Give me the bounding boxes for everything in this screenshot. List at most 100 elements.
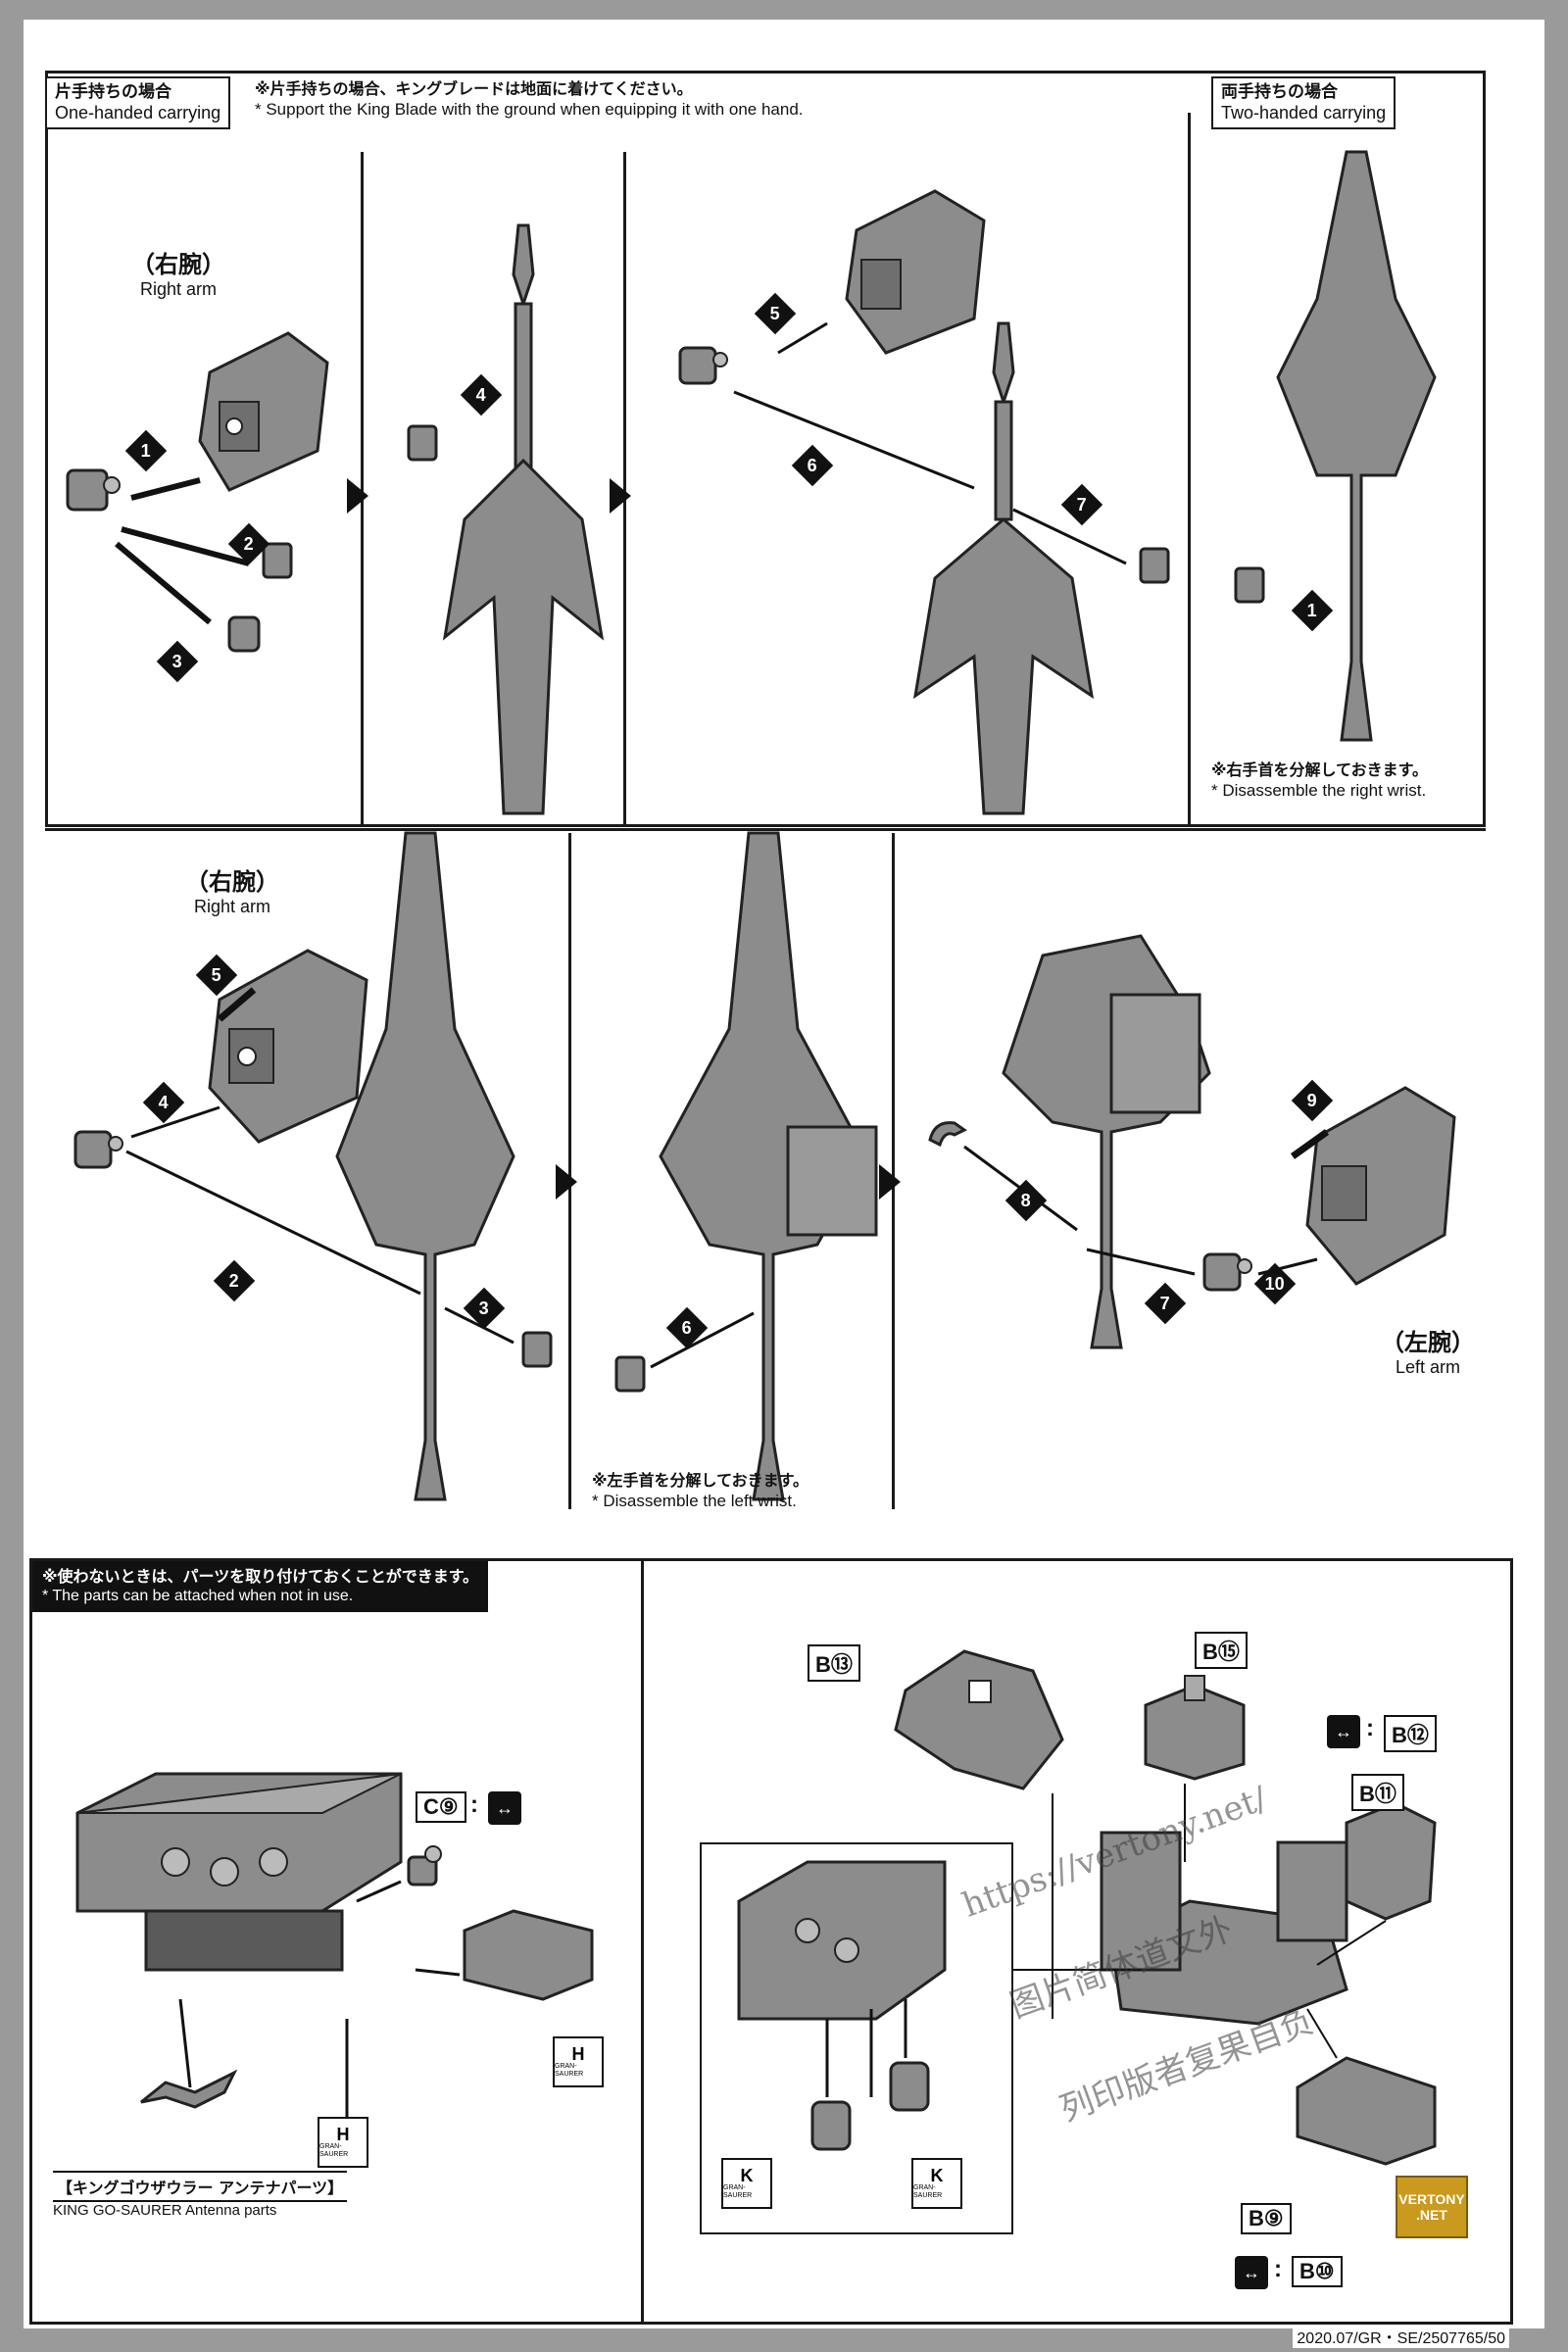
left-arm-en: Left arm	[1395, 1357, 1461, 1377]
wrist-part-illustration	[66, 468, 121, 512]
swap-icon: ↔	[1327, 1715, 1360, 1748]
antenna-part-illustration	[140, 2069, 238, 2109]
flow-arrow	[556, 1164, 577, 1200]
colon: :	[1274, 2256, 1282, 2282]
hand-part-c	[407, 424, 438, 462]
flow-arrow	[347, 478, 368, 514]
grand-tag-letter: H	[571, 2044, 585, 2064]
right-wrist-note-en: * Disassemble the right wrist.	[1211, 781, 1427, 800]
king-blade-illustration-6	[1002, 934, 1211, 1349]
ball-joint-part	[407, 1845, 442, 1886]
right-arm-en: Right arm	[139, 279, 218, 299]
k-part-a	[810, 2100, 852, 2151]
storage-base-illustration	[75, 1772, 403, 1972]
one-handed-label: 片手持ちの場合 One-handed carrying	[45, 76, 231, 129]
wrist-part-illustration-4	[1202, 1252, 1252, 1292]
top-divider-3	[1188, 113, 1191, 826]
left-wrist-note-en: * Disassemble the left wrist.	[592, 1492, 797, 1510]
king-blade-illustration-2	[912, 321, 1095, 815]
grand-tag-k-2: K GRAN-SAURER	[911, 2158, 962, 2209]
left-wrist-note-jp: ※左手首を分解しておきます。	[592, 1471, 808, 1490]
hand-part-e	[1234, 566, 1265, 604]
vertony-badge-top: VERTONY	[1398, 2191, 1465, 2207]
one-handed-jp: 片手持ちの場合	[55, 82, 172, 102]
right-arm-illustration-top-2	[845, 189, 986, 355]
part-code-b12: B⑫	[1384, 1715, 1437, 1752]
vertony-badge-bottom: .NET	[1416, 2207, 1447, 2223]
grand-tag-letter: K	[930, 2166, 944, 2185]
right-wrist-note-jp: ※右手首を分解しておきます。	[1211, 760, 1428, 779]
b9-part-illustration	[1296, 2056, 1437, 2166]
hand-part-b	[227, 615, 261, 653]
left-arm-illustration	[1305, 1086, 1456, 1286]
storage-banner: ※使わないときは、パーツを取り付けておくことができます。 * The parts…	[32, 1561, 489, 1612]
grand-tag-letter: H	[336, 2125, 350, 2144]
part-code-b9: B⑨	[1241, 2203, 1292, 2234]
part-code-b13: B⑬	[808, 1644, 860, 1682]
left-arm-jp: （左腕）	[1381, 1329, 1475, 1356]
right-arm-en: Right arm	[193, 897, 271, 916]
center-assembly-illustration	[1100, 1831, 1348, 2026]
hand-clip-part	[928, 1121, 967, 1148]
grand-tag-k: K GRAN-SAURER	[721, 2158, 772, 2209]
vertony-logo: VERTONY .NET	[1396, 2176, 1468, 2238]
print-code-footer: 2020.07/GR・SE/2507765/50	[1293, 2325, 1509, 2348]
storage-banner-en: * The parts can be attached when not in …	[42, 1588, 354, 1604]
k-part-b	[889, 2061, 930, 2112]
storage-banner-jp: ※使わないときは、パーツを取り付けておくことができます。	[42, 1567, 479, 1586]
king-blade-illustration-4	[335, 831, 515, 1501]
part-code-b15: B⑮	[1195, 1632, 1248, 1669]
grand-tag-sub: GRAN-SAURER	[555, 2063, 584, 2078]
bottom-divider	[641, 1561, 644, 2322]
swap-icon: ↔	[488, 1791, 521, 1825]
right-arm-label-middle: （右腕） Right arm	[185, 862, 279, 917]
wrist-part-illustration-3	[74, 1130, 123, 1169]
grand-tag-sub: GRAN-SAURER	[319, 2143, 349, 2158]
b15-part-illustration	[1144, 1675, 1246, 1781]
right-arm-jp: （右腕）	[185, 868, 279, 896]
two-handed-label: 両手持ちの場合 Two-handed carrying	[1211, 76, 1396, 129]
two-handed-jp: 両手持ちの場合	[1221, 82, 1338, 102]
colon: :	[1366, 1715, 1374, 1741]
hand-part-f	[521, 1331, 553, 1368]
step-badge: 2	[213, 1259, 256, 1302]
right-arm-label-top: （右腕） Right arm	[131, 245, 225, 300]
colon: :	[470, 1791, 478, 1818]
two-handed-en: Two-handed carrying	[1221, 103, 1387, 122]
king-blade-illustration-1	[442, 223, 605, 815]
middle-top-rule	[45, 828, 1486, 831]
king-blade-note-jp: ※片手持ちの場合、キングブレードは地面に着けてください。	[255, 79, 693, 98]
grand-tag-h: H GRAN-SAURER	[553, 2036, 604, 2087]
right-arm-jp: （右腕）	[131, 251, 225, 278]
left-wrist-note: ※左手首を分解しておきます。 * Disassemble the left wr…	[592, 1470, 808, 1511]
grand-tag-h-2: H GRAN-SAURER	[318, 2117, 368, 2168]
b11-part-illustration	[1345, 1801, 1437, 1921]
part-code-c9: C⑨	[416, 1791, 466, 1823]
swap-icon: ↔	[1235, 2256, 1268, 2289]
hand-part-g	[614, 1355, 646, 1393]
step-badge: 10	[1253, 1262, 1297, 1305]
flow-arrow	[610, 478, 631, 514]
king-blade-illustration-5	[659, 831, 878, 1501]
h-part-illustration	[463, 1909, 594, 2001]
inset-base-illustration	[737, 1860, 947, 2021]
king-blade-note: ※片手持ちの場合、キングブレードは地面に着けてください。 * Support t…	[255, 78, 804, 120]
hand-part-a	[262, 542, 293, 579]
step-badge: 4	[142, 1081, 185, 1124]
right-arm-illustration-top	[198, 331, 329, 492]
king-blade-note-en: * Support the King Blade with the ground…	[255, 100, 804, 119]
hand-part-d	[1139, 547, 1170, 584]
flow-arrow	[879, 1164, 901, 1200]
b13-part-illustration	[894, 1649, 1064, 1790]
grand-tag-sub: GRAN-SAURER	[723, 2184, 753, 2199]
king-blade-illustration-3	[1276, 150, 1437, 742]
one-handed-en: One-handed carrying	[55, 103, 221, 122]
part-code-b11: B⑪	[1351, 1774, 1404, 1811]
antenna-jp: 【キングゴウザウラー アンテナパーツ】	[53, 2171, 348, 2202]
antenna-en: KING GO-SAURER Antenna parts	[53, 2202, 277, 2219]
left-arm-label: （左腕） Left arm	[1381, 1323, 1475, 1378]
antenna-parts-label: 【キングゴウザウラー アンテナパーツ】 KING GO-SAURER Anten…	[53, 2171, 348, 2219]
wrist-part-illustration-2	[678, 346, 728, 385]
part-code-b10: B⑩	[1292, 2256, 1343, 2287]
instruction-sheet: 片手持ちの場合 One-handed carrying ※片手持ちの場合、キング…	[24, 20, 1544, 2328]
